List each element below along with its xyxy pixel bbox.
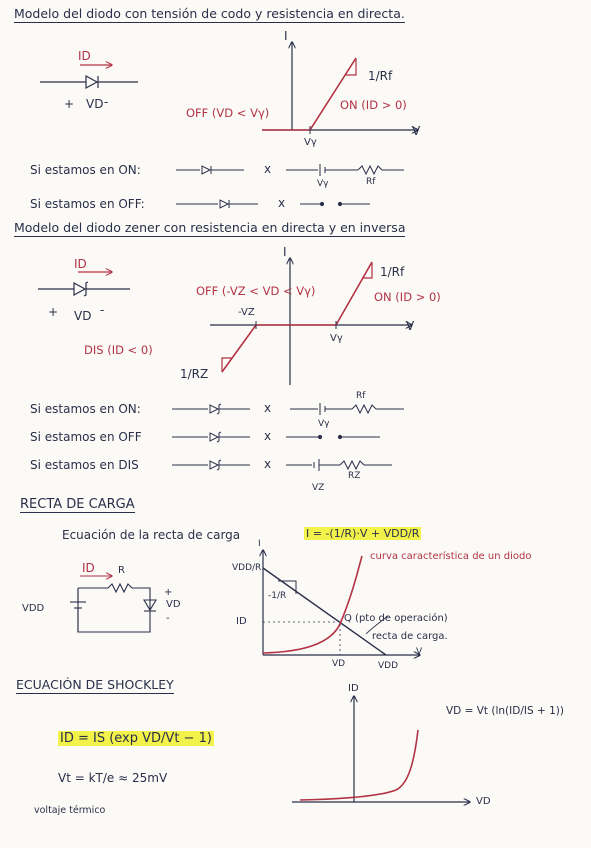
- section2-title: Modelo del diodo zener con resistencia e…: [14, 220, 406, 237]
- sec3-slope: -1/R: [268, 591, 287, 601]
- diode-symbol-1: [40, 65, 138, 90]
- sec1-slope-label: 1/Rf: [368, 69, 393, 83]
- sec4-id-axis: ID: [348, 683, 359, 694]
- shockley-graph: [292, 696, 470, 802]
- sec3-vd-tick: VD: [332, 659, 346, 669]
- sec2-rz: RZ: [348, 471, 361, 481]
- sec3-minus: -: [166, 613, 170, 624]
- sec3-recta-label: recta de carga.: [372, 631, 448, 642]
- sec1-row-on: Si estamos en ON:: [30, 163, 141, 177]
- sec2-off-label: OFF (-VZ < VD < Vγ): [196, 284, 316, 298]
- sec2-dis-label: DIS (ID < 0): [84, 343, 153, 357]
- section4-title: ECUACIÓN DE SHOCKLEY: [16, 677, 174, 694]
- sec2-row-off: Si estamos en OFF: [30, 430, 142, 444]
- sec3-plus: +: [164, 587, 173, 598]
- sec2-on-label: ON (ID > 0): [374, 290, 441, 304]
- sec4-vd-axis: VD: [476, 796, 491, 807]
- load-line-graph: [263, 550, 420, 655]
- sec3-q-label: Q (pto de operación): [344, 613, 448, 624]
- sec1-i-axis: I: [284, 29, 288, 43]
- vt-equation: Vt = kT/e ≈ 25mV: [58, 771, 168, 785]
- section3-title: RECTA DE CARGA: [20, 497, 135, 513]
- section1-title: Modelo del diodo con tensión de codo y r…: [14, 6, 405, 23]
- sec1-plus: +: [64, 97, 75, 111]
- sec3-vdd-tick: VDD: [378, 661, 399, 671]
- sec1-on-label: ON (ID > 0): [340, 98, 407, 112]
- sec3-i-axis: I: [258, 539, 261, 549]
- sec3-eq-label: Ecuación de la recta de carga: [62, 528, 241, 542]
- sec2-x-off: x: [264, 429, 272, 443]
- sec2-vz: VZ: [312, 483, 325, 493]
- sec1-v-axis: V: [412, 124, 421, 138]
- sec1-vgamma: Vγ: [304, 137, 317, 148]
- sec2-x-dis: x: [264, 457, 272, 471]
- sec3-v-axis: V: [416, 647, 423, 657]
- sec1-vd-label: VD: [86, 97, 104, 111]
- sec3-eq-formula: I = -(1/R)·V + VDD/R: [304, 527, 422, 540]
- sec1-current-label: ID: [78, 49, 91, 63]
- sec2-minus: -: [100, 303, 105, 317]
- shockley-inverse: VD = Vt (ln(ID/IS + 1)): [446, 705, 564, 717]
- sec2-i-axis: I: [283, 245, 287, 259]
- sec2-row-on: Si estamos en ON:: [30, 402, 141, 416]
- equiv-circuits-1: [176, 164, 404, 209]
- sec3-current-label: ID: [82, 561, 95, 575]
- sec3-vd-label: VD: [166, 599, 181, 610]
- sec2-slope-z: 1/RZ: [180, 367, 209, 381]
- shockley-equation: ID = IS (exp VD/Vt − 1): [58, 731, 214, 746]
- sec1-rf: Rf: [366, 177, 376, 187]
- sec2-plus: +: [48, 305, 59, 319]
- sec3-id-tick: ID: [236, 616, 247, 627]
- sec3-r-label: R: [118, 565, 125, 576]
- iv-graph-2: [210, 258, 412, 385]
- sec2-v-axis: V: [406, 319, 415, 333]
- load-circuit: [70, 576, 157, 633]
- sec2-vd-label: VD: [74, 309, 92, 323]
- sec2-x-on: x: [264, 401, 272, 415]
- sec3-vdd-over-r: VDD/R: [232, 563, 262, 573]
- sec2-vgamma-src: Vγ: [318, 419, 330, 429]
- sec1-minus: -: [104, 95, 109, 109]
- sec2-current-label: ID: [74, 257, 87, 271]
- iv-graph-1: [262, 42, 418, 134]
- sec1-vgamma-src: Vγ: [317, 179, 329, 189]
- sec2-rf: Rf: [356, 391, 366, 401]
- sec1-off-label: OFF (VD < Vγ): [186, 106, 270, 120]
- sec1-x-on: x: [264, 162, 272, 176]
- zener-symbol: [38, 272, 130, 297]
- sec3-curve-label: curva característica de un diodo: [370, 551, 532, 562]
- sec2-neg-vz: -VZ: [238, 307, 255, 318]
- sec1-x-off: x: [278, 196, 286, 210]
- sec2-vgamma: Vγ: [330, 333, 343, 344]
- vt-note: voltaje térmico: [34, 805, 106, 816]
- sec1-row-off: Si estamos en OFF:: [30, 197, 145, 211]
- equiv-circuits-2: [172, 403, 404, 471]
- sec2-slope-f: 1/Rf: [380, 265, 405, 279]
- sec3-vdd-label: VDD: [22, 603, 45, 614]
- sec2-row-dis: Si estamos en DIS: [30, 458, 139, 472]
